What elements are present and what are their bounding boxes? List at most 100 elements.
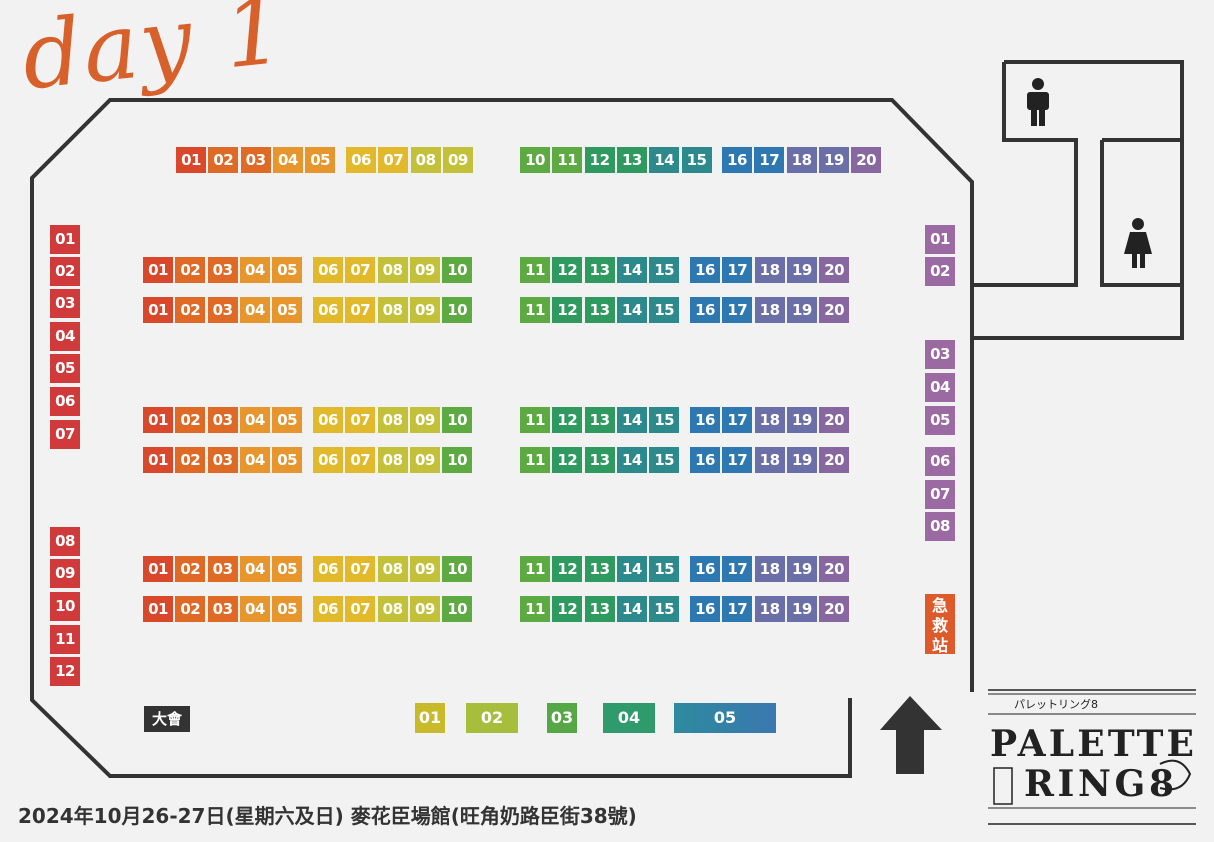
booth-d-18[interactable]: 18 [754, 407, 785, 433]
booth-f-08[interactable]: 08 [377, 556, 408, 582]
booth-b-02[interactable]: 02 [175, 257, 206, 283]
booth-d-19[interactable]: 19 [786, 407, 817, 433]
booth-d-07[interactable]: 07 [345, 407, 376, 433]
booth-d-06[interactable]: 06 [313, 407, 343, 433]
booth-e-09[interactable]: 09 [409, 447, 440, 473]
booth-c-07[interactable]: 07 [345, 297, 376, 323]
booth-b-05[interactable]: 05 [272, 257, 303, 283]
booth-g-17[interactable]: 17 [722, 596, 753, 622]
booth-k-05[interactable]: 05 [50, 354, 80, 383]
booth-d-02[interactable]: 02 [175, 407, 206, 433]
booth-c-18[interactable]: 18 [754, 297, 785, 323]
booth-f-16[interactable]: 16 [690, 556, 720, 582]
booth-j-02[interactable]: 02 [925, 257, 955, 286]
booth-b-20[interactable]: 20 [819, 257, 850, 283]
booth-g-16[interactable]: 16 [690, 596, 720, 622]
booth-f-13[interactable]: 13 [584, 556, 615, 582]
booth-a-02[interactable]: 02 [208, 147, 239, 173]
booth-b-14[interactable]: 14 [616, 257, 647, 283]
booth-e-08[interactable]: 08 [377, 447, 408, 473]
booth-g-04[interactable]: 04 [239, 596, 270, 622]
booth-d-15[interactable]: 15 [649, 407, 680, 433]
booth-g-11[interactable]: 11 [520, 596, 550, 622]
booth-c-16[interactable]: 16 [690, 297, 720, 323]
booth-j-07[interactable]: 07 [925, 480, 955, 509]
booth-c-12[interactable]: 12 [552, 297, 583, 323]
booth-j-06[interactable]: 06 [925, 447, 955, 476]
booth-b-13[interactable]: 13 [584, 257, 615, 283]
booth-a-12[interactable]: 12 [584, 147, 615, 173]
booth-g-10[interactable]: 10 [442, 596, 473, 622]
booth-b-12[interactable]: 12 [552, 257, 583, 283]
booth-a-03[interactable]: 03 [240, 147, 271, 173]
booth-k-10[interactable]: 10 [50, 592, 80, 621]
booth-d-05[interactable]: 05 [272, 407, 303, 433]
booth-j-01[interactable]: 01 [925, 225, 955, 254]
booth-e-19[interactable]: 19 [786, 447, 817, 473]
booth-b-04[interactable]: 04 [239, 257, 270, 283]
booth-a-10[interactable]: 10 [520, 147, 550, 173]
booth-w-02[interactable]: 02 [466, 703, 518, 733]
booth-w-05[interactable]: 05 [674, 703, 776, 733]
booth-g-06[interactable]: 06 [313, 596, 343, 622]
booth-k-02[interactable]: 02 [50, 257, 80, 286]
booth-a-01[interactable]: 01 [176, 147, 206, 173]
booth-g-05[interactable]: 05 [272, 596, 303, 622]
booth-w-04[interactable]: 04 [603, 703, 655, 733]
booth-b-18[interactable]: 18 [754, 257, 785, 283]
booth-k-11[interactable]: 11 [50, 625, 80, 654]
booth-f-19[interactable]: 19 [786, 556, 817, 582]
booth-w-01[interactable]: 01 [415, 703, 445, 733]
booth-e-11[interactable]: 11 [520, 447, 550, 473]
booth-a-08[interactable]: 08 [410, 147, 441, 173]
booth-d-04[interactable]: 04 [239, 407, 270, 433]
booth-a-17[interactable]: 17 [754, 147, 785, 173]
booth-c-17[interactable]: 17 [722, 297, 753, 323]
booth-a-11[interactable]: 11 [552, 147, 583, 173]
booth-d-16[interactable]: 16 [690, 407, 720, 433]
booth-c-10[interactable]: 10 [442, 297, 473, 323]
booth-e-13[interactable]: 13 [584, 447, 615, 473]
booth-c-06[interactable]: 06 [313, 297, 343, 323]
booth-d-09[interactable]: 09 [409, 407, 440, 433]
booth-e-07[interactable]: 07 [345, 447, 376, 473]
booth-f-05[interactable]: 05 [272, 556, 303, 582]
booth-a-18[interactable]: 18 [786, 147, 817, 173]
booth-g-18[interactable]: 18 [754, 596, 785, 622]
booth-g-20[interactable]: 20 [819, 596, 850, 622]
booth-a-15[interactable]: 15 [681, 147, 712, 173]
booth-c-02[interactable]: 02 [175, 297, 206, 323]
booth-a-13[interactable]: 13 [616, 147, 647, 173]
booth-c-14[interactable]: 14 [616, 297, 647, 323]
booth-b-15[interactable]: 15 [649, 257, 680, 283]
booth-e-05[interactable]: 05 [272, 447, 303, 473]
booth-g-09[interactable]: 09 [409, 596, 440, 622]
booth-a-16[interactable]: 16 [722, 147, 752, 173]
booth-d-20[interactable]: 20 [819, 407, 850, 433]
booth-c-11[interactable]: 11 [520, 297, 550, 323]
booth-f-03[interactable]: 03 [207, 556, 238, 582]
booth-k-08[interactable]: 08 [50, 527, 80, 556]
booth-f-07[interactable]: 07 [345, 556, 376, 582]
booth-d-03[interactable]: 03 [207, 407, 238, 433]
booth-a-14[interactable]: 14 [649, 147, 680, 173]
booth-k-12[interactable]: 12 [50, 657, 80, 686]
booth-g-14[interactable]: 14 [616, 596, 647, 622]
booth-e-17[interactable]: 17 [722, 447, 753, 473]
booth-b-10[interactable]: 10 [442, 257, 473, 283]
booth-k-09[interactable]: 09 [50, 559, 80, 588]
booth-b-09[interactable]: 09 [409, 257, 440, 283]
booth-g-19[interactable]: 19 [786, 596, 817, 622]
booth-g-03[interactable]: 03 [207, 596, 238, 622]
booth-f-14[interactable]: 14 [616, 556, 647, 582]
booth-b-17[interactable]: 17 [722, 257, 753, 283]
booth-c-01[interactable]: 01 [143, 297, 173, 323]
booth-d-10[interactable]: 10 [442, 407, 473, 433]
booth-a-07[interactable]: 07 [378, 147, 409, 173]
booth-e-16[interactable]: 16 [690, 447, 720, 473]
booth-b-06[interactable]: 06 [313, 257, 343, 283]
booth-b-16[interactable]: 16 [690, 257, 720, 283]
booth-e-01[interactable]: 01 [143, 447, 173, 473]
booth-e-12[interactable]: 12 [552, 447, 583, 473]
booth-b-11[interactable]: 11 [520, 257, 550, 283]
